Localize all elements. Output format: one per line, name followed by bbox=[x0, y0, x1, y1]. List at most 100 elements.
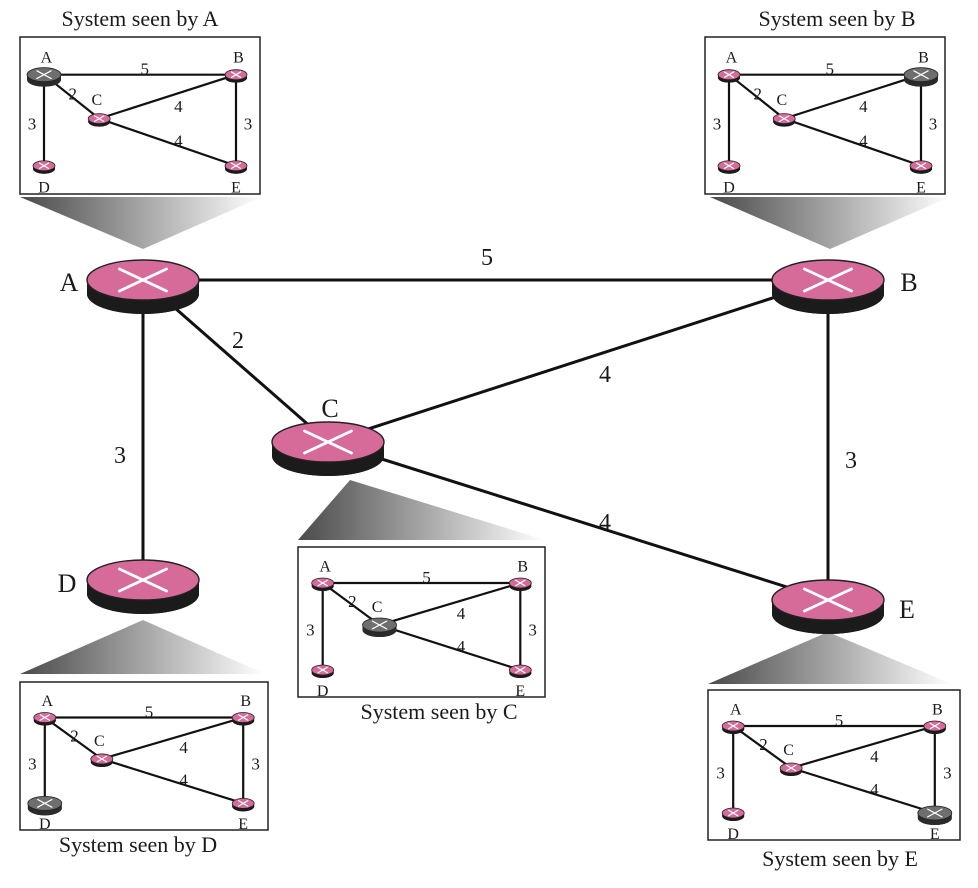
view-B-link-C-B bbox=[783, 73, 922, 120]
view-B-link-C-E bbox=[783, 117, 922, 167]
router-icon bbox=[515, 579, 526, 587]
view-A-cost-B-E: 3 bbox=[244, 114, 253, 133]
router-label-E: E bbox=[899, 595, 915, 624]
view-D-link-C-E bbox=[101, 757, 244, 805]
router-icon bbox=[727, 809, 739, 817]
view-C-cost-A-D: 3 bbox=[306, 621, 315, 640]
view-C-link-C-E bbox=[379, 623, 521, 672]
view-E-router-B bbox=[923, 720, 947, 734]
link-cost-B-E: 3 bbox=[845, 448, 857, 474]
view-E-label-C: C bbox=[783, 742, 794, 759]
view-D-label-D: D bbox=[39, 816, 51, 833]
self-router-icon bbox=[36, 70, 52, 80]
view-B-label-C: C bbox=[776, 92, 787, 109]
link-cost-A-D: 3 bbox=[114, 443, 126, 469]
view-E-cost-A-B: 5 bbox=[835, 711, 844, 730]
link-C-E bbox=[326, 440, 830, 602]
router-icon bbox=[915, 162, 927, 170]
view-D-label-A: A bbox=[41, 693, 53, 710]
view-B-cost-A-D: 3 bbox=[713, 114, 722, 133]
link-C-B bbox=[326, 278, 830, 444]
view-B-label-A: A bbox=[726, 49, 738, 66]
view-E-label-B: B bbox=[932, 702, 943, 719]
view-caption-A: System seen by A bbox=[61, 6, 218, 31]
view-E-label-A: A bbox=[730, 702, 742, 719]
view-E-cost-C-B: 4 bbox=[870, 747, 879, 766]
router-label-C: C bbox=[321, 394, 338, 423]
view-D-cost-C-B: 4 bbox=[179, 738, 188, 757]
view-C-label-E: E bbox=[515, 683, 525, 700]
view-E-link-A-C bbox=[732, 725, 792, 769]
view-C-cost-C-B: 4 bbox=[457, 604, 466, 623]
view-C-label-A: A bbox=[319, 559, 331, 576]
view-caption-B: System seen by B bbox=[758, 6, 915, 31]
view-B-router-C bbox=[772, 113, 796, 127]
view-box-B bbox=[704, 36, 946, 195]
router-label-B: B bbox=[900, 268, 917, 297]
view-B-router-D bbox=[717, 160, 741, 174]
view-A-router-A bbox=[26, 67, 62, 87]
router-icon bbox=[723, 71, 735, 79]
view-E-router-E bbox=[917, 805, 953, 825]
view-B-cost-C-B: 4 bbox=[859, 97, 868, 116]
view-E-router-C bbox=[779, 762, 803, 776]
view-cone-E bbox=[708, 632, 952, 684]
view-C-label-B: B bbox=[517, 559, 528, 576]
view-C-router-B bbox=[508, 577, 532, 591]
view-A-router-E bbox=[224, 160, 248, 174]
view-A-cost-A-C: 2 bbox=[69, 85, 78, 104]
view-A-router-B bbox=[224, 69, 248, 83]
view-D-router-E bbox=[231, 797, 255, 812]
view-D-label-B: B bbox=[240, 693, 251, 710]
router-icon bbox=[93, 115, 105, 122]
view-D-cost-A-D: 3 bbox=[28, 754, 37, 773]
router-icon bbox=[317, 666, 328, 674]
view-E-label-D: D bbox=[727, 826, 739, 843]
router-icon bbox=[317, 579, 328, 587]
view-B-router-E bbox=[909, 160, 933, 174]
link-cost-C-B: 4 bbox=[599, 362, 611, 388]
view-cone-D bbox=[20, 620, 265, 674]
view-E-label-E: E bbox=[930, 826, 940, 843]
router-icon bbox=[785, 764, 797, 772]
view-E-cost-C-E: 4 bbox=[870, 780, 879, 799]
view-A-router-C bbox=[87, 113, 111, 127]
router-label-A: A bbox=[60, 268, 79, 297]
view-B-label-E: E bbox=[916, 180, 926, 197]
view-D-link-C-B bbox=[101, 716, 244, 761]
view-A-label-E: E bbox=[231, 180, 241, 197]
router-icon bbox=[39, 714, 51, 721]
view-D-cost-A-C: 2 bbox=[70, 726, 79, 745]
self-router-icon bbox=[927, 808, 943, 818]
view-A-cost-A-B: 5 bbox=[141, 59, 150, 78]
view-B-router-A bbox=[717, 69, 741, 83]
router-label-D: D bbox=[58, 569, 77, 598]
view-D-router-B bbox=[231, 712, 255, 726]
view-C-link-A-C bbox=[322, 582, 381, 626]
router-icon bbox=[237, 800, 249, 807]
link-cost-C-E: 4 bbox=[599, 510, 611, 536]
router-icon bbox=[929, 722, 941, 730]
view-box-C bbox=[297, 546, 546, 698]
self-router-icon bbox=[913, 70, 929, 80]
router-A bbox=[86, 259, 200, 314]
view-E-router-A bbox=[721, 720, 745, 734]
view-E-cost-A-C: 2 bbox=[759, 735, 768, 754]
view-B-cost-A-B: 5 bbox=[826, 59, 835, 78]
router-C bbox=[271, 421, 385, 476]
view-A-label-A: A bbox=[41, 49, 53, 66]
network-routers: A B C D E bbox=[58, 259, 918, 634]
link-cost-A-C: 2 bbox=[232, 328, 244, 354]
router-icon bbox=[723, 162, 735, 170]
view-C-label-D: D bbox=[317, 683, 329, 700]
view-caption-D: System seen by D bbox=[59, 832, 217, 857]
view-D-router-D bbox=[27, 795, 63, 816]
router-icon bbox=[237, 714, 249, 721]
view-E-link-C-E bbox=[790, 766, 936, 815]
router-icon bbox=[230, 71, 242, 79]
